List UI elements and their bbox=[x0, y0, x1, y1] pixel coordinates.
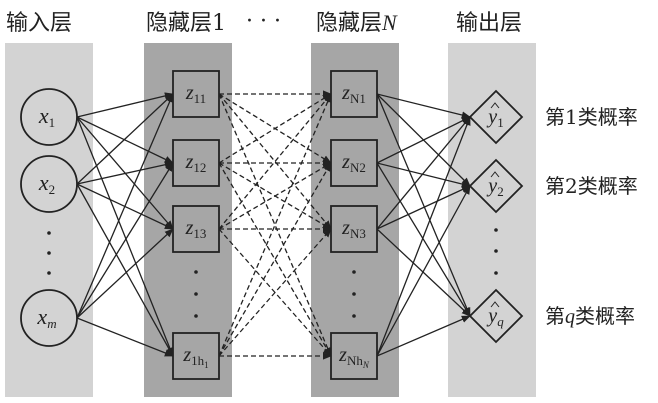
output-label-q: 第q类概率 bbox=[545, 304, 635, 328]
hat-icon bbox=[490, 102, 500, 109]
output-node-label-1: y1 bbox=[486, 106, 503, 130]
edge-hiddenN-1-to-output-1 bbox=[376, 93, 471, 119]
edge-input-3-to-hidden1-3 bbox=[76, 228, 174, 319]
hiddenN-node-label-3: zN3 bbox=[341, 217, 366, 241]
output-ellipsis-dot bbox=[494, 249, 498, 253]
edge-hiddenN-3-to-output-1 bbox=[376, 116, 471, 230]
output-node-label-3: yq bbox=[486, 305, 504, 329]
input-layer-title: 输入层 bbox=[6, 11, 72, 36]
edge-input-1-to-hidden1-1 bbox=[76, 92, 174, 118]
input-node-label-2: x2 bbox=[38, 170, 55, 197]
input-ellipsis-dot bbox=[47, 251, 51, 255]
hiddenN-layer-title: 隐藏层N bbox=[316, 10, 398, 36]
edge-hiddenN-3-to-output-3 bbox=[376, 228, 471, 317]
connections bbox=[76, 90, 471, 360]
output-ellipsis-dot bbox=[494, 271, 498, 275]
input-ellipsis-dot bbox=[47, 231, 51, 235]
edge-input-2-to-hidden1-4 bbox=[76, 183, 174, 357]
edge-hiddenN-4-to-output-2 bbox=[376, 185, 471, 357]
hiddenN-ellipsis-dot bbox=[352, 314, 356, 318]
hiddenN-node-3 bbox=[330, 205, 378, 253]
hidden1-node-label-4: z1h1 bbox=[182, 344, 208, 370]
edge-input-3-to-hidden1-1 bbox=[76, 93, 174, 319]
hidden1-node-1 bbox=[172, 70, 220, 118]
input-node-label-3: xm bbox=[36, 304, 56, 331]
edge-hidden1-2-to-hiddenN-1 bbox=[218, 93, 332, 164]
input-ellipsis-dot bbox=[47, 271, 51, 275]
output-node-1 bbox=[468, 89, 524, 145]
edge-hiddenN-4-to-output-3 bbox=[376, 315, 471, 357]
edge-hiddenN-4-to-output-1 bbox=[376, 116, 471, 357]
edge-hidden1-4-to-hiddenN-2 bbox=[218, 162, 332, 357]
output-node-2 bbox=[468, 158, 524, 214]
hiddenN-node-label-1: zN1 bbox=[341, 82, 366, 106]
output-label-1: 第1类概率 bbox=[545, 105, 638, 129]
hiddenN-node-2 bbox=[330, 139, 378, 187]
hidden1-node-label-3: z13 bbox=[185, 217, 207, 241]
edge-hidden1-1-to-hiddenN-3 bbox=[218, 93, 332, 230]
hidden1-node-4 bbox=[172, 332, 220, 380]
hiddenN-node-label-2: zN2 bbox=[341, 151, 366, 175]
input-node-2 bbox=[20, 155, 78, 213]
edge-hidden1-3-to-hiddenN-1 bbox=[218, 93, 332, 230]
hiddenN-node-4 bbox=[330, 332, 378, 380]
hidden1-node-2 bbox=[172, 139, 220, 187]
edge-hiddenN-2-to-output-3 bbox=[376, 162, 471, 317]
edge-input-1-to-hidden1-4 bbox=[76, 116, 174, 357]
edge-hiddenN-2-to-output-1 bbox=[376, 116, 471, 164]
output-ellipsis-dot bbox=[494, 228, 498, 232]
hidden1-ellipsis-dot bbox=[194, 270, 198, 274]
input-node-label-1: x1 bbox=[38, 103, 55, 130]
edge-hidden1-3-to-hiddenN-2 bbox=[218, 162, 332, 230]
edge-hiddenN-2-to-output-2 bbox=[376, 162, 471, 188]
hidden1-node-3 bbox=[172, 205, 220, 253]
nodes: x1 x2 xm z11 z12 z13 z1h1 zN1 zN2 zN3 zNhN y1 y2 yq bbox=[20, 70, 524, 380]
input-node-3 bbox=[20, 289, 78, 347]
edge-hidden1-2-to-hiddenN-4 bbox=[218, 162, 332, 357]
hiddenN-ellipsis-dot bbox=[352, 270, 356, 274]
edge-hidden1-4-to-hiddenN-3 bbox=[218, 228, 332, 357]
hidden1-ellipsis-dot bbox=[194, 292, 198, 296]
hiddenN-ellipsis-dot bbox=[352, 292, 356, 296]
output-node-label-2: y2 bbox=[486, 175, 503, 199]
output-label-2: 第2类概率 bbox=[545, 174, 638, 198]
hat-icon bbox=[490, 171, 500, 178]
hiddenN-node-1 bbox=[330, 70, 378, 118]
hidden1-node-label-1: z11 bbox=[185, 82, 206, 106]
edge-input-3-to-hidden1-2 bbox=[76, 162, 174, 319]
output-node-3 bbox=[468, 288, 524, 344]
edge-input-2-to-hidden1-2 bbox=[76, 161, 174, 185]
hidden1-ellipsis-dot bbox=[194, 314, 198, 318]
hat-icon bbox=[490, 301, 500, 308]
output-layer-title: 输出层 bbox=[456, 11, 522, 36]
edge-hiddenN-3-to-output-2 bbox=[376, 185, 471, 230]
hidden1-node-label-2: z12 bbox=[185, 151, 207, 175]
edge-input-2-to-hidden1-1 bbox=[76, 93, 174, 185]
edge-input-3-to-hidden1-4 bbox=[76, 317, 174, 357]
edge-input-1-to-hidden1-2 bbox=[76, 116, 174, 164]
layer-ellipsis: · · · bbox=[246, 9, 281, 34]
edge-hiddenN-1-to-output-3 bbox=[376, 93, 471, 317]
input-node-1 bbox=[20, 88, 78, 146]
hiddenN-node-label-4: zNhN bbox=[338, 344, 370, 370]
hidden1-layer-title: 隐藏层1 bbox=[146, 11, 226, 36]
